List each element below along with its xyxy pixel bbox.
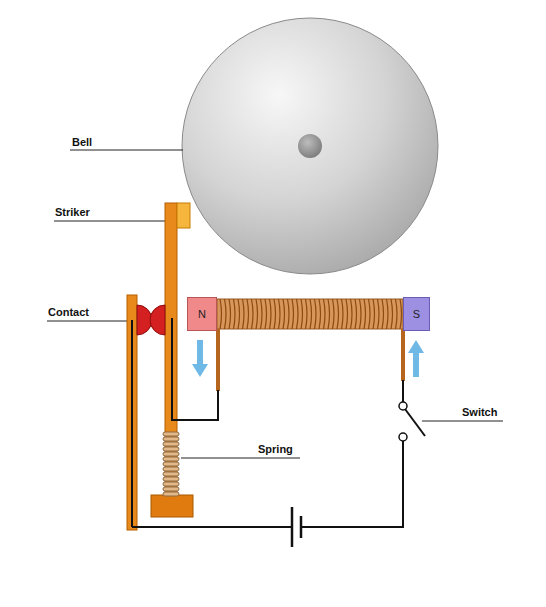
wire [402,380,404,402]
bell-label: Bell [72,136,92,149]
coil-winding [238,299,240,329]
spring-turn [163,462,179,466]
north-pole: N [187,297,217,331]
spring-turn [163,472,179,476]
spring-coils [163,432,179,496]
coil-winding [315,299,317,329]
striker-head [177,203,190,228]
battery-plate [291,507,294,547]
coil-winding [391,299,393,329]
coil-winding [378,299,380,329]
contact-label: Contact [48,306,89,319]
contact-post [127,295,137,530]
spring-turn [163,447,179,451]
coil-winding [220,299,222,329]
battery-plate [300,516,303,538]
switch-blade [405,409,425,436]
leader-line [47,321,131,322]
coil-winding [360,299,362,329]
coil-winding [337,299,339,329]
coil-core [217,299,403,329]
striker-label: Striker [55,206,90,219]
spring-turn [163,452,179,456]
coil-winding [265,299,267,329]
coil-lead [216,329,220,391]
coil-winding [396,299,398,329]
coil-winding [346,299,348,329]
wire [131,320,133,527]
leader-line [422,421,503,422]
leader-line [181,458,300,459]
bell-knob [298,134,322,158]
south-pole: S [403,297,430,331]
coil-winding [234,299,236,329]
spring-turn [163,437,179,441]
wire [132,526,292,528]
spring-turn [163,487,179,491]
coil-winding [333,299,335,329]
coil-winding [292,299,294,329]
pole-letter: S [413,308,420,320]
field-arrow [408,340,424,377]
coil-winding [306,299,308,329]
coil-winding [301,299,303,329]
coil-winding [225,299,227,329]
coil-winding [387,299,389,329]
coil-winding [373,299,375,329]
coil-winding [261,299,263,329]
wire [301,437,403,527]
coil-winding [243,299,245,329]
leader-line [70,150,183,151]
coil-winding [342,299,344,329]
coil-winding [369,299,371,329]
spring-turn [163,442,179,446]
coil-winding [400,299,402,329]
coil-winding [355,299,357,329]
leader-line [54,221,166,222]
coil-winding [283,299,285,329]
coil-lead [401,329,405,381]
coil-winding [310,299,312,329]
coil-winding [279,299,281,329]
coil-winding [252,299,254,329]
coil-winding [247,299,249,329]
field-arrow [192,340,208,377]
coil-winding [351,299,353,329]
coil-winding [364,299,366,329]
spring-base [151,495,193,517]
spring-turn [163,457,179,461]
coil-winding [256,299,258,329]
coil-windings [220,299,402,329]
coil-winding [328,299,330,329]
coil-winding [229,299,231,329]
wire [172,318,218,420]
spring-turn [163,477,179,481]
coil-winding [274,299,276,329]
spring-turn [163,492,179,496]
coil-winding [319,299,321,329]
switch-terminal [399,433,407,441]
spring-turn [163,467,179,471]
coil-winding [288,299,290,329]
coil-winding [382,299,384,329]
coil-winding [324,299,326,329]
spring-turn [163,482,179,486]
coil-winding [297,299,299,329]
bell-dome [182,18,438,274]
spring-turn [163,432,179,436]
switch-label: Switch [462,406,497,419]
pole-letter: N [198,308,206,320]
spring-label: Spring [258,443,293,456]
contact-point [150,305,165,335]
coil-winding [270,299,272,329]
